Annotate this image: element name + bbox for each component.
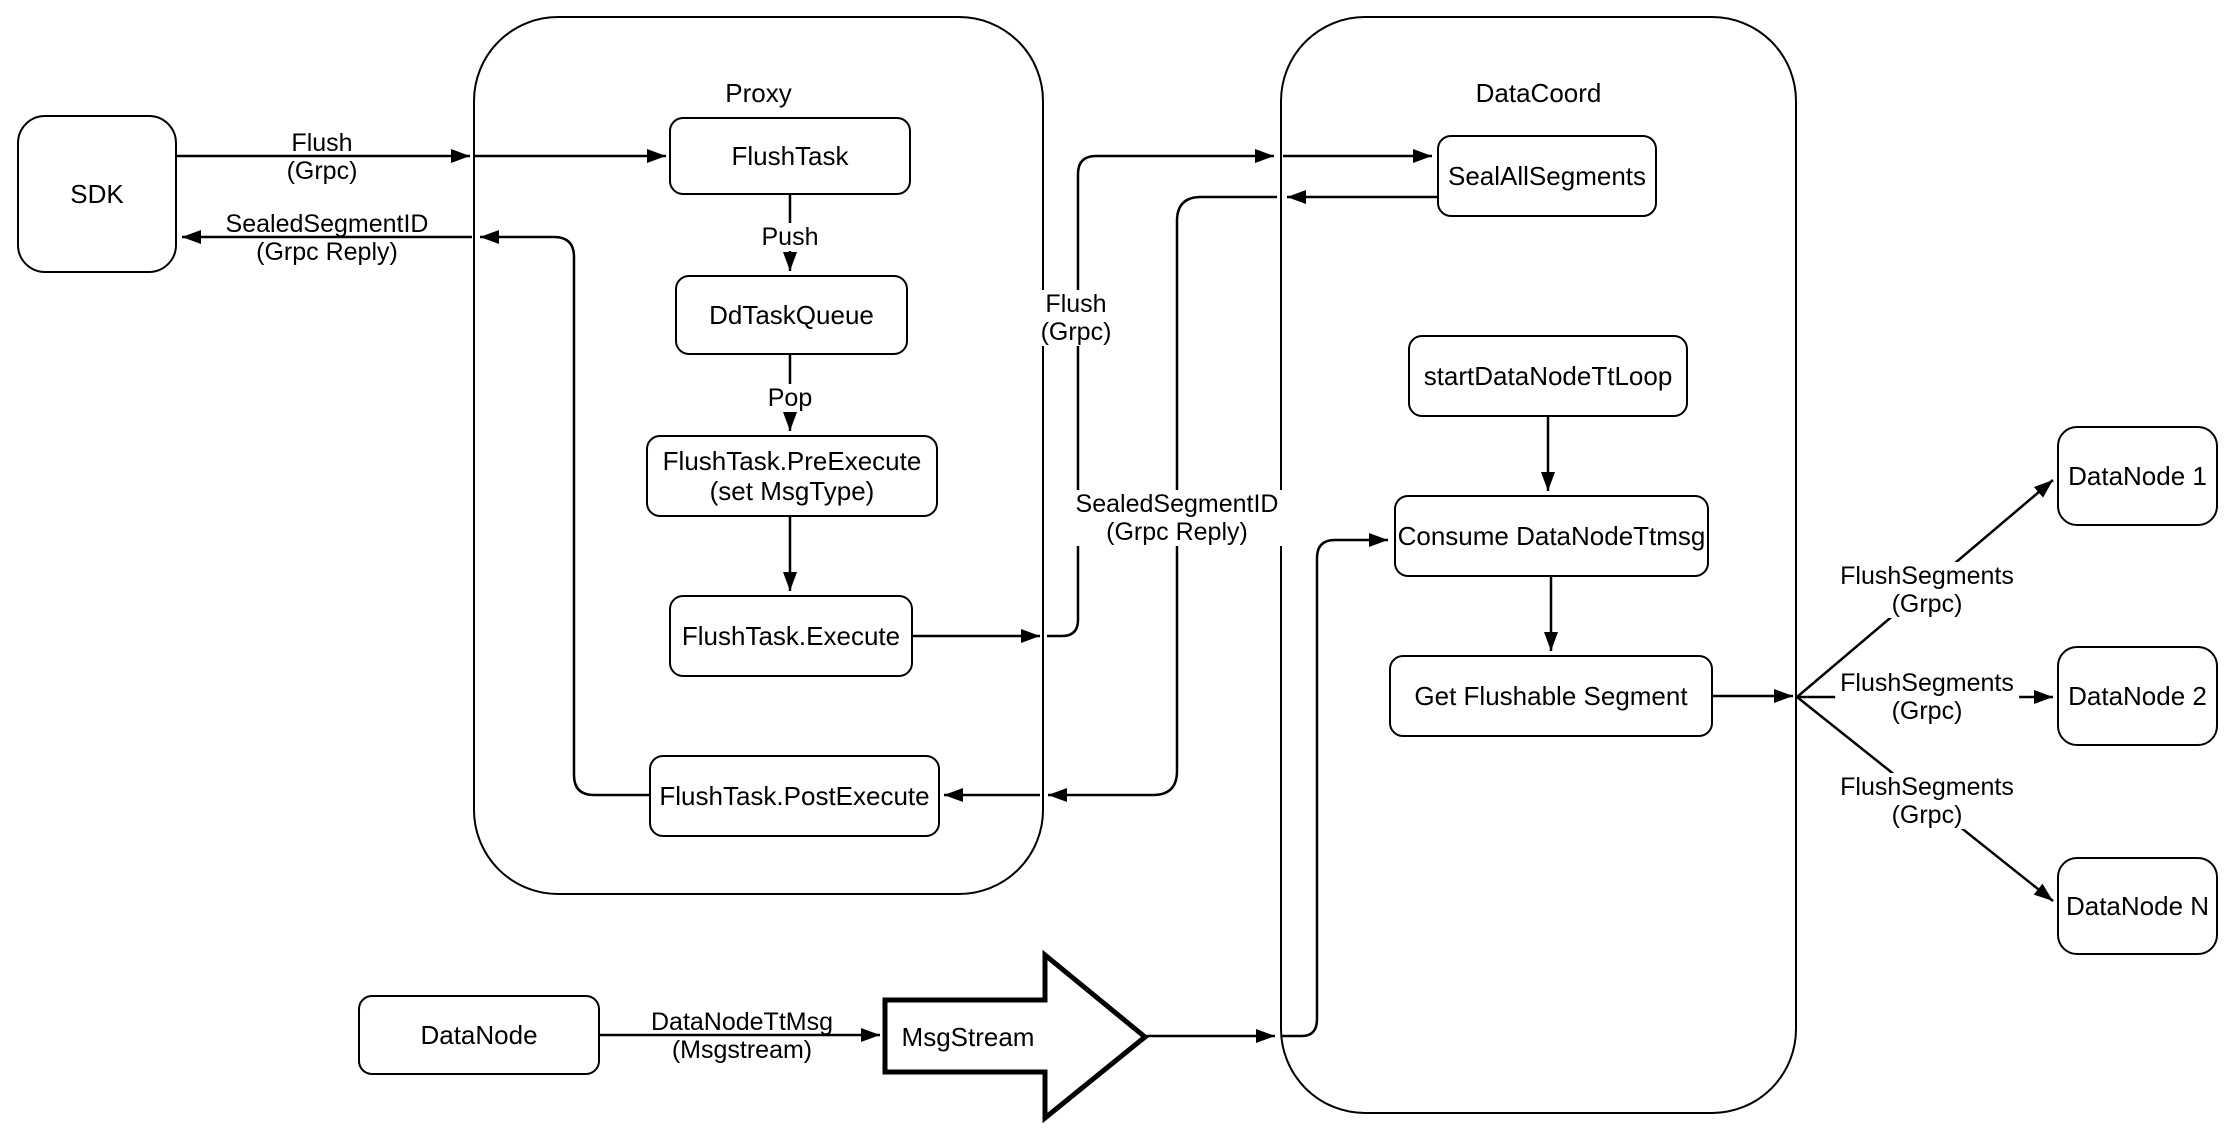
edge-label-flush-segments-1: FlushSegments (Grpc) xyxy=(1835,562,2019,618)
datacoord-container-label: DataCoord xyxy=(1475,78,1602,108)
edge-label-data-node-tt-msg: DataNodeTtMsg (Msgstream) xyxy=(650,1008,834,1064)
node-flushtask-postexecute: FlushTask.PostExecute xyxy=(649,755,940,837)
proxy-container-label: Proxy xyxy=(725,78,792,108)
node-consume-data-node-ttmsg: Consume DataNodeTtmsg xyxy=(1394,495,1709,577)
node-data-node-1: DataNode 1 xyxy=(2057,426,2218,526)
edge-label-flush-segments-2: FlushSegments (Grpc) xyxy=(1835,669,2019,725)
proxy-container: Proxy xyxy=(473,16,1044,895)
edge-flush-grpc-up xyxy=(1047,149,1274,638)
edge-label-push: Push xyxy=(756,223,824,251)
edge-label-sdk-reply: SealedSegmentID (Grpc Reply) xyxy=(225,210,429,266)
node-data-node-source: DataNode xyxy=(358,995,600,1075)
node-flushtask-preexecute: FlushTask.PreExecute (set MsgType) xyxy=(646,435,938,517)
edge-label-proxy-flush: Flush (Grpc) xyxy=(1035,290,1117,346)
datacoord-container: DataCoord xyxy=(1280,16,1797,1114)
node-sdk: SDK xyxy=(17,115,177,273)
node-dd-task-queue: DdTaskQueue xyxy=(675,275,908,355)
edge-label-pop: Pop xyxy=(762,384,818,412)
msgstream-label: MsgStream xyxy=(901,1022,1035,1052)
edge-ttmsg-up-to-consume xyxy=(1281,533,1388,1038)
node-get-flushable-segment: Get Flushable Segment xyxy=(1389,655,1713,737)
node-start-data-node-tt-loop: startDataNodeTtLoop xyxy=(1408,335,1688,417)
node-seal-all-segments: SealAllSegments xyxy=(1437,135,1657,217)
node-data-node-n: DataNode N xyxy=(2057,857,2218,955)
edge-label-proxy-reply: SealedSegmentID (Grpc Reply) xyxy=(1070,490,1284,546)
edge-postexecute-to-proxy-border xyxy=(480,230,649,797)
node-data-node-2: DataNode 2 xyxy=(2057,646,2218,746)
node-flushtask-execute: FlushTask.Execute xyxy=(669,595,913,677)
edge-label-flush-segments-3: FlushSegments (Grpc) xyxy=(1835,773,2019,829)
msgstream-block-arrow xyxy=(882,949,1149,1124)
node-flush-task: FlushTask xyxy=(669,117,911,195)
edge-label-sdk-flush: Flush (Grpc) xyxy=(286,129,358,185)
